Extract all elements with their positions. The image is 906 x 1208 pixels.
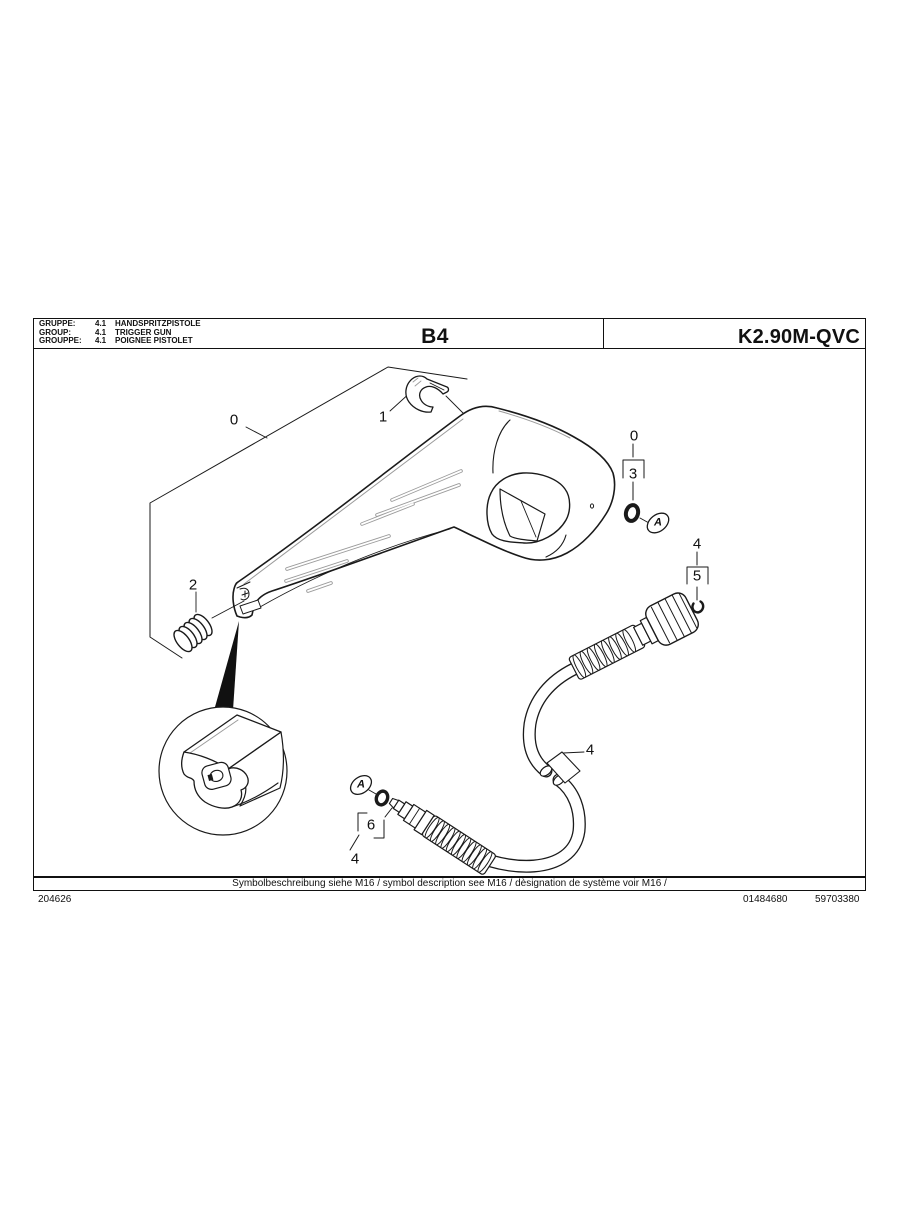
group-code: 4.1 <box>95 319 107 328</box>
callout-6: 6 <box>366 816 376 834</box>
gun-outline <box>232 405 616 619</box>
circlip-part <box>691 600 705 614</box>
magnifier-wedge <box>215 621 239 710</box>
symbol-a-upper: A <box>654 516 662 529</box>
group-name: POIGNEE PISTOLET <box>115 336 193 346</box>
header-box <box>33 318 866 349</box>
group-info: GRUPPE: 4.1 HANDSPRITZPISTOLE GROUP: 4.1… <box>39 319 201 346</box>
symbol-a-lower: A <box>357 778 365 791</box>
oring-callout-group <box>622 443 670 534</box>
circlip-callout-group <box>686 551 709 614</box>
hose-tag <box>546 751 581 784</box>
symbol-a-oval-upper <box>646 512 670 534</box>
callout-4-hose: 4 <box>585 741 595 759</box>
group-name: TRIGGER GUN <box>115 327 172 337</box>
callout-0-assembly: 0 <box>229 411 239 429</box>
callout-4-coupling: 4 <box>692 535 702 553</box>
group-code: 4.1 <box>95 327 107 337</box>
callout-1: 1 <box>378 408 388 426</box>
grip-slots-core <box>285 470 462 592</box>
model-code: K2.90M-QVC <box>737 326 860 348</box>
clip-to-gun-leader <box>445 395 464 414</box>
assembly-bracket-line <box>149 366 468 659</box>
oring-lower-part <box>374 789 390 807</box>
callout-0-leader <box>245 426 268 439</box>
group-label: GROUPPE: <box>39 336 82 346</box>
callout-5: 5 <box>692 567 702 585</box>
magnifier-detail <box>158 706 288 836</box>
callout-4-bottom-leader <box>349 834 360 851</box>
callout-6-bracket <box>357 812 385 839</box>
grip-screw-dot <box>589 503 595 509</box>
symbol-a-oval-lower <box>349 774 373 796</box>
diagram-frame <box>33 318 866 877</box>
grip-top-highlight <box>498 410 571 439</box>
doc-number: 204626 <box>38 894 72 905</box>
group-label: GROUP: <box>39 327 71 337</box>
group-row-en: GROUP: 4.1 TRIGGER GUN <box>39 327 201 338</box>
oring-part <box>623 503 641 523</box>
footer-box <box>33 877 866 891</box>
spring-to-gun-leader <box>211 600 245 619</box>
grip-bottom-line <box>545 534 567 558</box>
header-divider <box>603 318 604 349</box>
group-code: 4.1 <box>95 336 107 346</box>
revision-number: 59703380 <box>815 894 860 905</box>
group-row-de: GRUPPE: 4.1 HANDSPRITZPISTOLE <box>39 319 201 329</box>
gun-top-highlight <box>243 418 464 585</box>
gun-body <box>232 405 616 619</box>
callout-4-hose-end: 4 <box>350 850 360 868</box>
hose-nipple-part <box>388 797 496 875</box>
group-name: HANDSPRITZPISTOLE <box>115 319 201 328</box>
spring-part <box>173 613 213 653</box>
callout-2: 2 <box>188 576 198 594</box>
order-number: 01484680 <box>743 894 788 905</box>
group-row-fr: GROUPPE: 4.1 POIGNEE PISTOLET <box>39 337 201 346</box>
hose-coupling-part <box>568 592 699 680</box>
sheet-code: B4 <box>421 325 449 348</box>
muzzle-details <box>236 581 262 615</box>
grip-front-line <box>492 419 511 474</box>
barrel-bottom-line <box>259 528 451 608</box>
callout-3: 3 <box>628 465 638 483</box>
clip-part <box>405 375 450 413</box>
group-label: GRUPPE: <box>39 319 76 328</box>
callout-0-oring-group: 0 <box>629 427 639 445</box>
symbol-note: Symbolbeschreibung siehe M16 / symbol de… <box>232 878 667 889</box>
callout-4-hose-leader <box>562 751 585 754</box>
hose-end-callouts <box>349 774 393 851</box>
trigger-blade <box>499 488 546 542</box>
